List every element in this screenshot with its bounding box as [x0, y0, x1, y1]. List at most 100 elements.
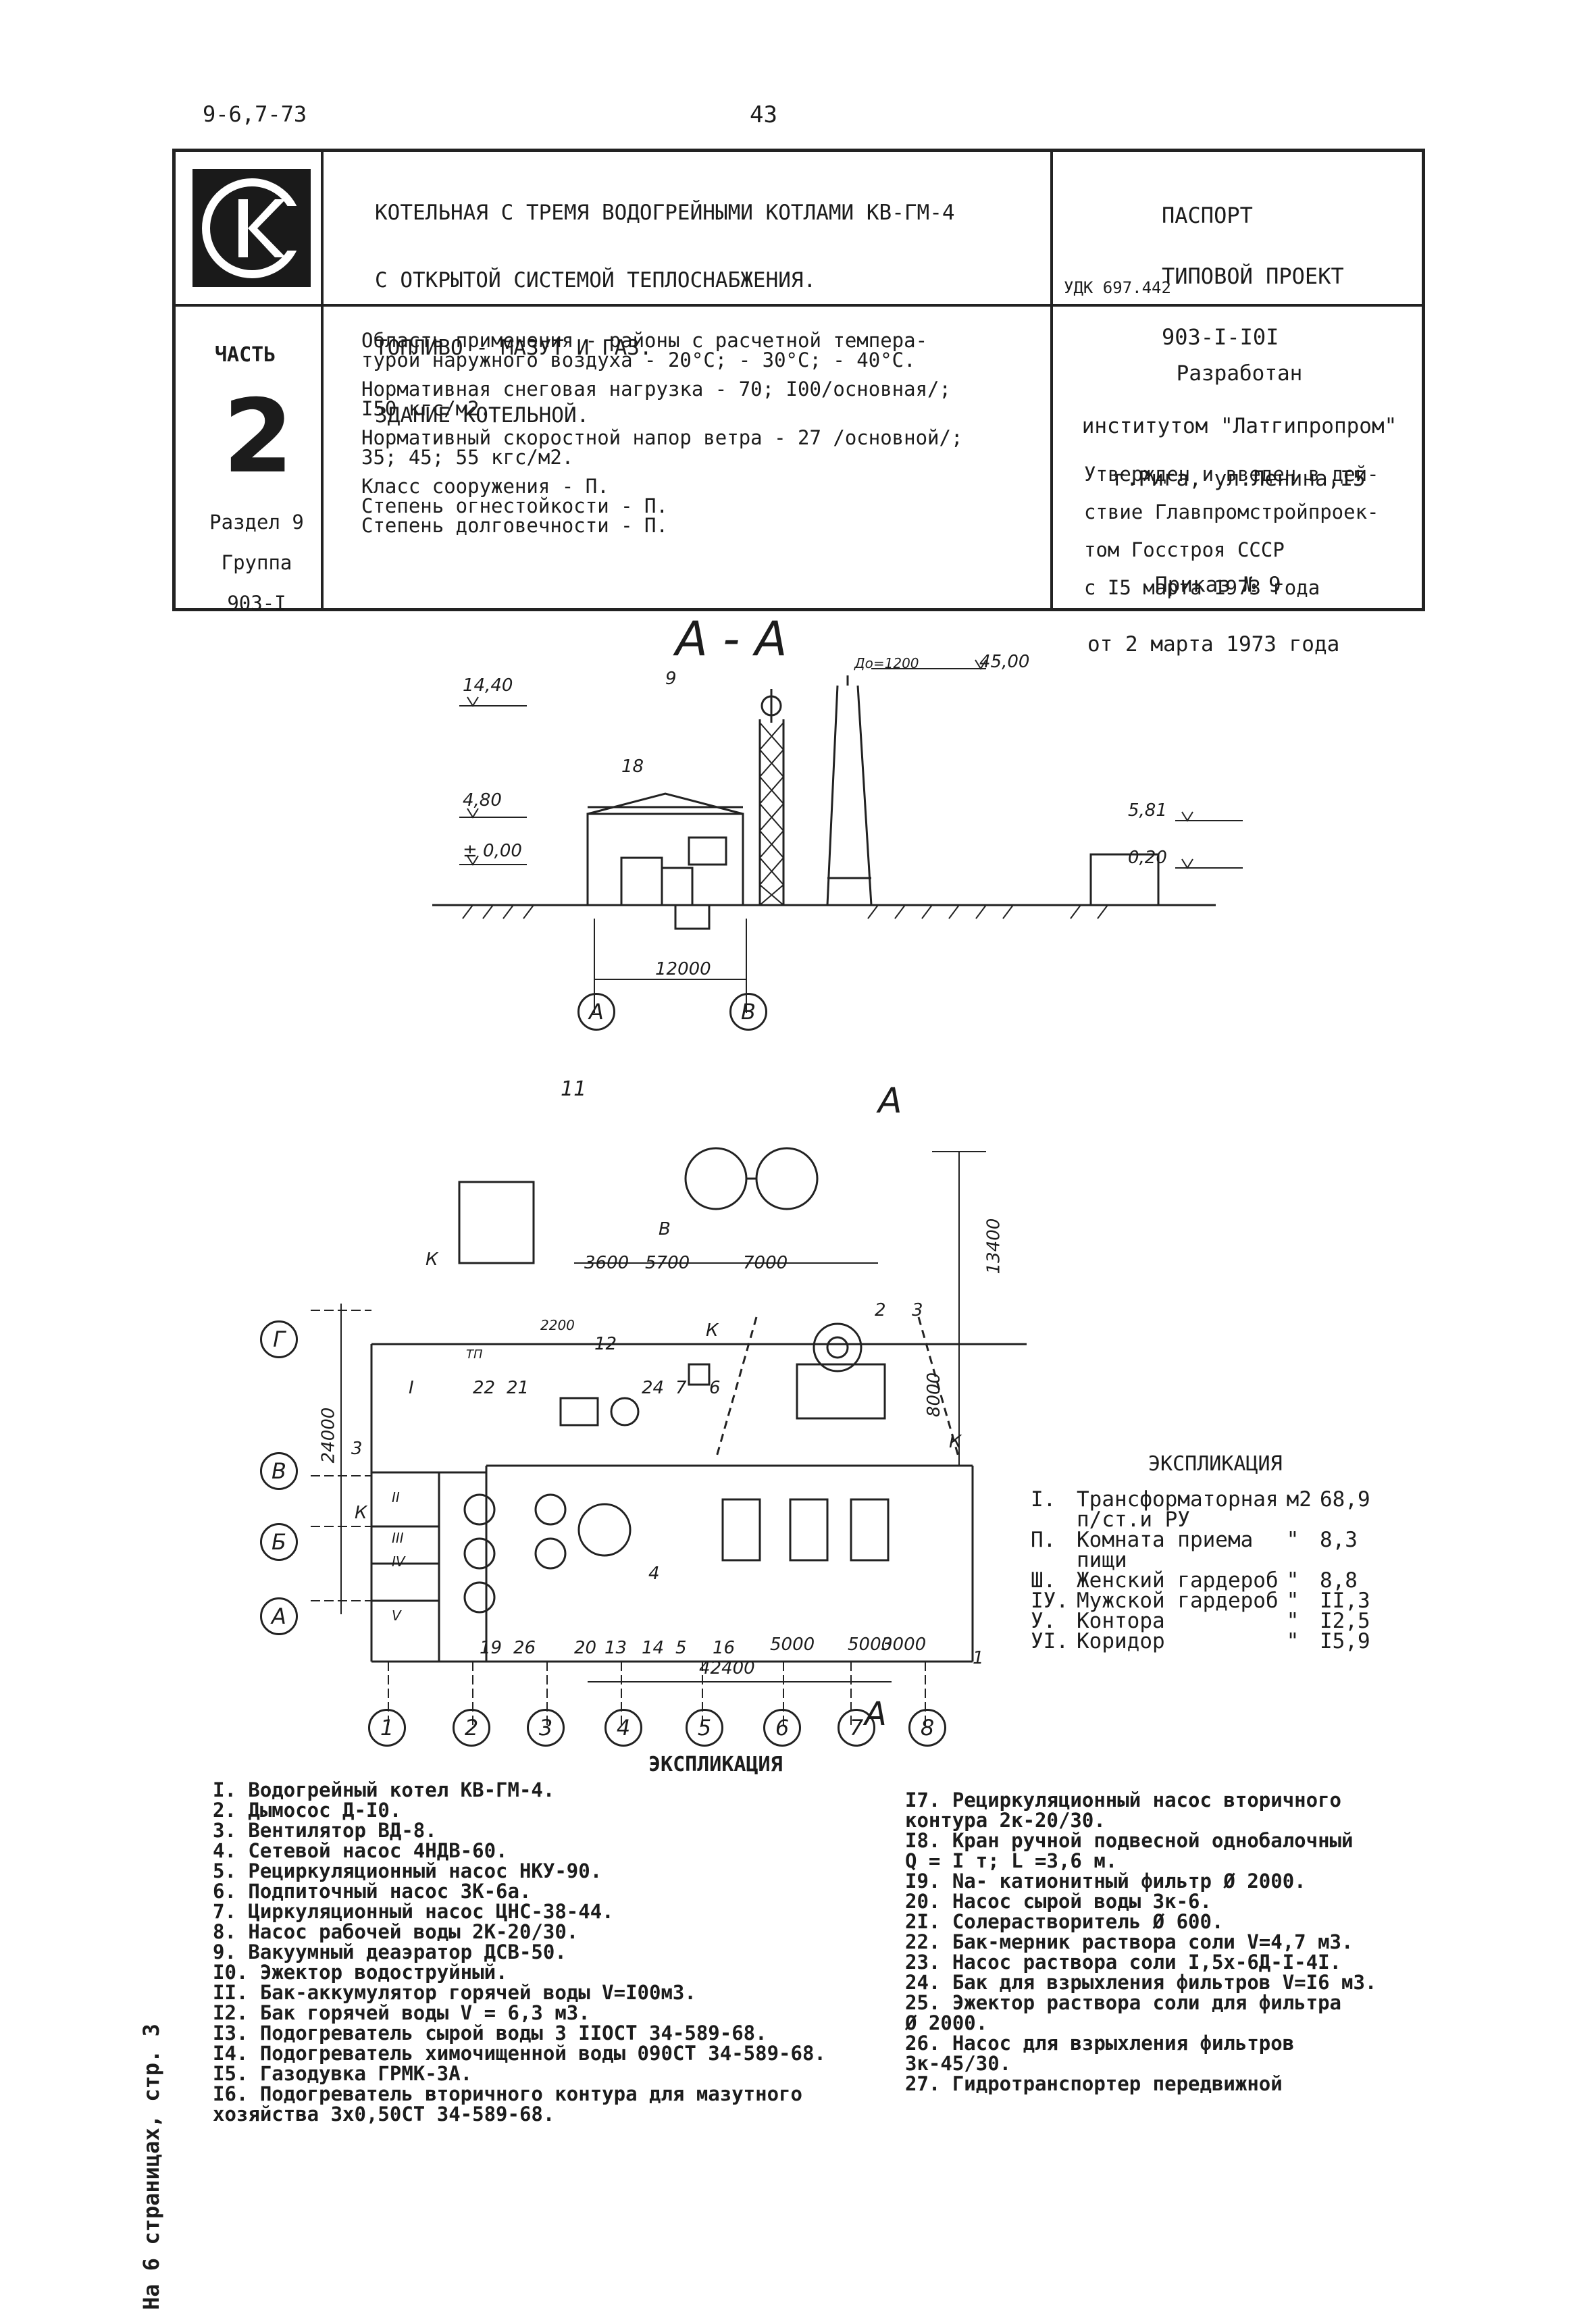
axis-6: 6 — [763, 1709, 801, 1747]
divider-v-right — [1050, 149, 1053, 611]
callout-12: 12 — [594, 1334, 617, 1354]
order-number: Приказ № 9 — [1155, 573, 1281, 597]
plan-drawing — [311, 1147, 1027, 1729]
room-name: Мужской гардероб — [1077, 1589, 1279, 1613]
developer-block: Разработан институтом "Латгипропром" г.Р… — [1064, 334, 1415, 519]
callout-18: 18 — [621, 756, 644, 777]
room-unit: " — [1286, 1629, 1299, 1653]
list-item: 8. Насос рабочей воды 2К-20/30. — [213, 1920, 579, 1943]
project-number: 903-I-I0I — [1162, 324, 1279, 350]
equipment-list-left: I. Водогрейный котел КВ-ГМ-4. 2. Дымосос… — [213, 1780, 908, 2124]
callout-16: 16 — [713, 1638, 736, 1658]
callout-20: 20 — [574, 1638, 597, 1658]
table-row: I. Трансформаторная п/ст.и РУ м2 68,9 — [1027, 1487, 1374, 1531]
room-unit: " — [1286, 1568, 1299, 1593]
axis-a-section: А — [577, 993, 615, 1031]
level-45-00: 45,00 — [979, 652, 1030, 672]
developer-address: г.Рига, ул.Ленина,I5 — [1113, 467, 1366, 491]
dim-8000: 8000 — [924, 1372, 945, 1418]
list-item: 26. Насос для взрыхления фильтров 3к-45/… — [905, 2032, 1295, 2075]
list-item: 7. Циркуляционный насос ЦНС-38-44. — [213, 1900, 614, 1923]
dim-3000: 3000 — [881, 1635, 927, 1655]
callout-22: 22 — [473, 1378, 496, 1398]
dim-7000: 7000 — [743, 1253, 788, 1273]
list-item: I2. Бак горячей воды V = 6,3 м3. — [213, 2001, 590, 2024]
room-area: 8,3 — [1319, 1528, 1358, 1552]
list-item: 27. Гидротранспортер передвижной — [905, 2072, 1283, 2095]
label-k-4: К — [949, 1432, 962, 1452]
label-k-2: К — [706, 1320, 719, 1341]
list-item: 23. Насос раствора соли I,5х-6Д-I-4I. — [905, 1951, 1342, 1974]
list-item: I8. Кран ручной подвесной однобалочный Q… — [905, 1829, 1354, 1872]
axis-v: В — [260, 1452, 298, 1490]
callout-9: 9 — [665, 669, 677, 689]
divider-h — [172, 304, 1425, 307]
udk-code: УДК 697.442 — [1064, 278, 1171, 297]
room-area: 68,9 — [1319, 1487, 1370, 1512]
list-item: 5. Рециркуляционный насос НКУ-90. — [213, 1859, 602, 1882]
param-class: Класс сооружения - П. Степень огнестойко… — [361, 475, 668, 537]
stack-diameter: Дo=1200 — [854, 655, 919, 671]
param-snow: Нормативная снеговая нагрузка - 70; I00/… — [361, 378, 951, 420]
label-k-1: К — [426, 1250, 438, 1270]
list-item: I9. Na- катионитный фильтр Ø 2000. — [905, 1870, 1306, 1893]
room-num: П. — [1031, 1528, 1056, 1552]
callout-2: 2 — [875, 1300, 886, 1320]
page-count-note: На 6 страницах, стр. 3 — [138, 2024, 164, 2310]
dim-24000: 24000 — [318, 1407, 339, 1464]
equipment-list-right: I7. Рециркуляционный насос вторичного ко… — [905, 1790, 1513, 2094]
table-row: П. Комната приема пищи " 8,3 — [1027, 1528, 1374, 1571]
list-item: 20. Насос сырой воды 3к-6. — [905, 1890, 1212, 1913]
room-num: У. — [1031, 1609, 1056, 1633]
design-parameters: Область применения - районы с расчетной … — [361, 331, 1044, 545]
axis-4: 4 — [604, 1709, 642, 1747]
dim-12000: 12000 — [655, 959, 711, 979]
axis-1: 1 — [368, 1709, 406, 1747]
rooms-table: I. Трансформаторная п/ст.и РУ м2 68,9 П.… — [1027, 1487, 1374, 1653]
room-area: I2,5 — [1319, 1609, 1370, 1633]
order-date: от 2 марта 1973 года — [1087, 632, 1340, 657]
document-code: 9-6,7-73 — [203, 101, 307, 127]
table-row: Ш. Женский гардероб " 8,8 — [1027, 1570, 1374, 1591]
callout-1: 1 — [973, 1648, 984, 1668]
callout-19: 19 — [480, 1638, 503, 1658]
dim-5000-a: 5000 — [770, 1635, 815, 1655]
label-3: 3 — [351, 1439, 363, 1459]
part-number: 2 — [223, 378, 294, 496]
label-b-1: В — [659, 1219, 671, 1239]
room-iv: IV — [392, 1553, 405, 1570]
room-num: УI. — [1031, 1629, 1069, 1653]
room-i: I — [409, 1378, 414, 1398]
page-number: 43 — [750, 101, 777, 128]
developer-name: институтом "Латгипропром" — [1081, 414, 1397, 438]
level-5-81: 5,81 — [1128, 800, 1167, 821]
group-line: Группа — [221, 551, 292, 574]
list-item: I3. Подогреватель сырой воды 3 IIОСТ 34-… — [213, 2022, 767, 2045]
list-item: I6. Подогреватель вторичного контура для… — [213, 2082, 802, 2126]
axis-8: 8 — [908, 1709, 946, 1747]
dim-13400: 13400 — [983, 1218, 1004, 1275]
list-item: 6. Подпиточный насос ЗК-6а. — [213, 1880, 532, 1903]
level-14-40: 14,40 — [463, 675, 513, 696]
list-item: I0. Эжектор водоструйный. — [213, 1961, 508, 1984]
callout-13: 13 — [604, 1638, 627, 1658]
section-mark-a: А — [878, 1081, 902, 1121]
list-item: I7. Рециркуляционный насос вторичного ко… — [905, 1789, 1342, 1832]
axis-b: Б — [260, 1523, 298, 1561]
developed-label: Разработан — [1176, 361, 1303, 386]
axis-v-section: В — [729, 993, 767, 1031]
room-num: Ш. — [1031, 1568, 1056, 1593]
dim-2200: 2200 — [540, 1317, 575, 1333]
callout-26: 26 — [513, 1638, 536, 1658]
table-row: УI. Коридор " I5,9 — [1027, 1629, 1374, 1653]
callout-5: 5 — [675, 1638, 687, 1658]
list-item: 22. Бак-мерник раствора соли V=4,7 м3. — [905, 1930, 1354, 1953]
approval-block: Утвержден и введен в дей- ствие Главпром… — [1084, 446, 1408, 616]
callout-24: 24 — [642, 1378, 665, 1398]
callout-3: 3 — [912, 1300, 923, 1320]
section-title: А - А — [675, 611, 788, 667]
dim-5000-b: 5000 — [848, 1635, 893, 1655]
group-number: 903-I — [227, 592, 286, 615]
callout-4: 4 — [648, 1564, 660, 1584]
room-name: Женский гардероб — [1077, 1568, 1279, 1593]
